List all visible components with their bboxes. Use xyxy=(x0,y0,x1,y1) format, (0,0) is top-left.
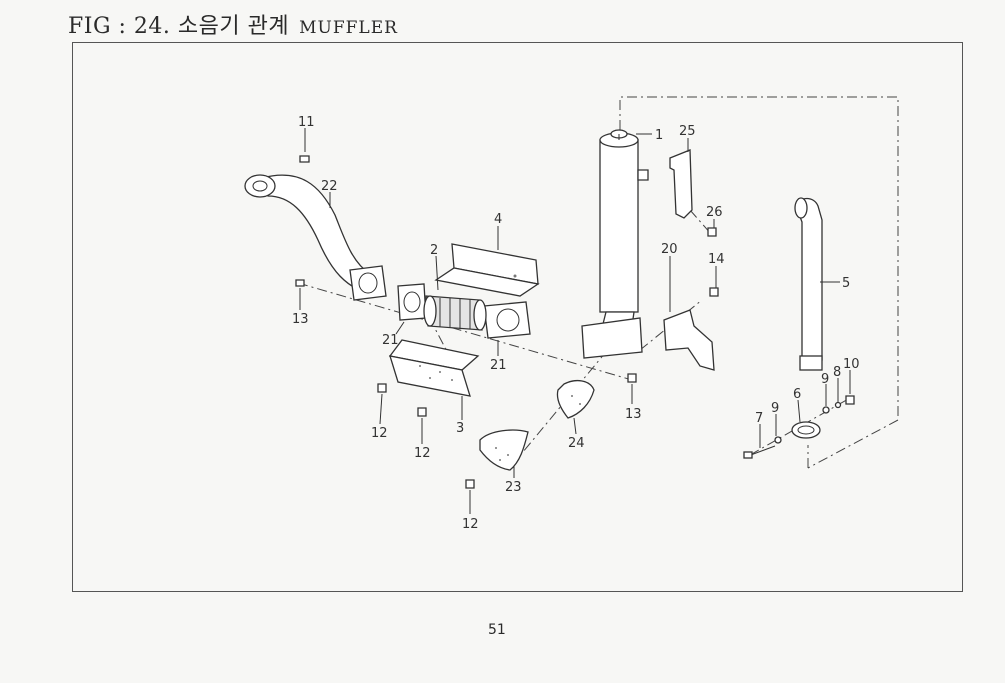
washers-8-9-10 xyxy=(774,395,855,444)
callout-21-a: 21 xyxy=(382,333,399,348)
callout-20: 20 xyxy=(661,242,678,257)
flange-21-right xyxy=(483,301,531,339)
callout-14: 14 xyxy=(708,252,725,267)
exhaust-pipe-22 xyxy=(244,174,387,301)
figure-title-ko: FIG : 24. 소음기 관계 xyxy=(68,14,290,39)
callout-9-b: 9 xyxy=(821,372,829,387)
callout-1: 1 xyxy=(655,128,663,143)
diagram-frame xyxy=(72,42,963,592)
callout-4: 4 xyxy=(494,212,502,227)
heat-shield-3 xyxy=(388,339,480,397)
callout-5: 5 xyxy=(842,276,850,291)
heat-plate-23 xyxy=(479,429,529,471)
callout-2: 2 xyxy=(430,243,438,258)
callout-3: 3 xyxy=(456,421,464,436)
callout-13-b: 13 xyxy=(625,407,642,422)
muffler-1 xyxy=(581,129,649,359)
bracket-20 xyxy=(663,309,715,371)
clamp-6 xyxy=(791,421,821,439)
callout-11: 11 xyxy=(298,115,315,130)
callout-25: 25 xyxy=(679,124,696,139)
bolts xyxy=(295,155,719,489)
callout-6: 6 xyxy=(793,387,801,402)
callout-12-a: 12 xyxy=(371,426,388,441)
figure-title: FIG : 24. 소음기 관계 MUFFLER xyxy=(68,8,398,40)
callout-7: 7 xyxy=(755,411,763,426)
callout-10: 10 xyxy=(843,357,860,372)
callout-23: 23 xyxy=(505,480,522,495)
callout-12-b: 12 xyxy=(414,446,431,461)
flex-coupling-2 xyxy=(423,295,487,331)
heat-plate-24 xyxy=(556,379,595,419)
callout-26: 26 xyxy=(706,205,723,220)
callout-21-b: 21 xyxy=(490,358,507,373)
flange-21-left xyxy=(397,283,427,321)
tail-pipe-5 xyxy=(794,197,823,371)
heat-shield-4 xyxy=(434,243,540,297)
callout-24: 24 xyxy=(568,436,585,451)
callout-12-c: 12 xyxy=(462,517,479,532)
figure-title-en: MUFFLER xyxy=(299,18,398,38)
leader-lines xyxy=(299,128,851,514)
page-number: 51 xyxy=(488,622,506,638)
callout-22: 22 xyxy=(321,179,338,194)
callout-13-a: 13 xyxy=(292,312,309,327)
bracket-25 xyxy=(669,149,693,219)
callout-8: 8 xyxy=(833,365,841,380)
callout-labels: 1 2 3 4 5 6 7 8 9 9 10 11 12 12 12 13 13… xyxy=(292,115,860,532)
callout-9-a: 9 xyxy=(771,401,779,416)
clamp-bolt-7 xyxy=(743,445,776,459)
